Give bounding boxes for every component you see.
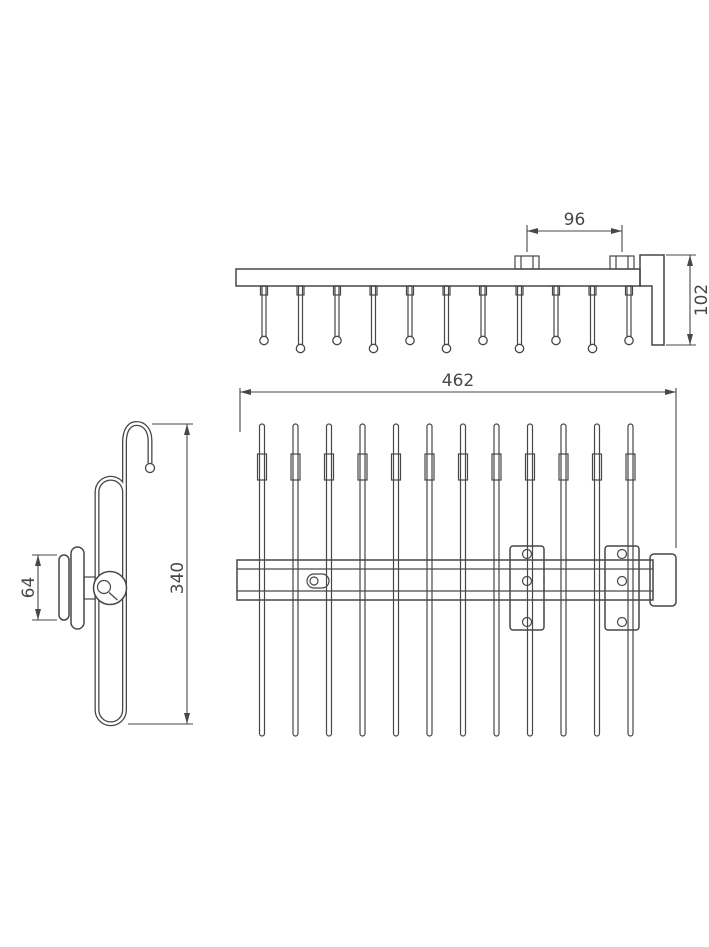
prong (292, 423, 299, 737)
prong-ferrule (625, 453, 636, 481)
prong (560, 423, 567, 737)
rail-side (235, 268, 641, 287)
dimension-label-64: 64 (19, 577, 39, 599)
profile-view (58, 420, 156, 727)
hang-pin (626, 285, 632, 338)
dimensions: 96 102 462 340 64 (19, 210, 709, 725)
pin-ball (295, 343, 306, 354)
knob-clip-tail (108, 592, 118, 601)
pin-ball (587, 343, 598, 354)
wall-bracket (639, 254, 665, 346)
adjust-slot (306, 573, 330, 589)
rail-screw (616, 575, 628, 587)
pin-ball (259, 335, 269, 346)
prong-ferrule (424, 453, 435, 481)
prong-ferrule (357, 453, 368, 481)
prong (359, 423, 366, 737)
pin-ball (405, 335, 415, 346)
prong (493, 423, 500, 737)
prong (627, 423, 634, 737)
dimension-label-102: 102 (692, 284, 709, 316)
hang-pins (259, 285, 634, 354)
side-elevation-view (235, 254, 665, 354)
hang-pin (261, 285, 267, 338)
prong-ferrule (390, 453, 402, 481)
prong-ferrule (591, 453, 603, 481)
plan-view (236, 423, 677, 737)
prong (459, 423, 467, 737)
pin-ball (551, 335, 561, 346)
hook-wire-inner (95, 422, 152, 725)
dimension-label-96: 96 (564, 210, 586, 230)
prong-ferrule (558, 453, 569, 481)
slide-rail (236, 559, 654, 601)
adjust-screw (309, 576, 319, 586)
prong-ferrule (323, 453, 335, 481)
screw-hole (616, 616, 628, 628)
pin-ball (441, 343, 452, 354)
prong-ferrule (256, 453, 268, 481)
pin-ball (332, 335, 342, 346)
pivot-plate (70, 546, 85, 630)
prong (426, 423, 433, 737)
dimension-label-340: 340 (168, 562, 188, 594)
hang-pin (334, 285, 340, 338)
prong (325, 423, 333, 737)
end-cap (649, 553, 677, 607)
hang-pin (407, 285, 413, 338)
prong (526, 423, 534, 737)
prong-ferrule (457, 453, 469, 481)
screw-hole (616, 548, 628, 560)
mount-bracket-tab-right (609, 255, 635, 270)
prong-ferrule (491, 453, 502, 481)
dimension-label-462: 462 (442, 371, 474, 391)
prong (392, 423, 400, 737)
pin-ball (368, 343, 379, 354)
pin-ball (514, 343, 525, 354)
mount-bracket-tab-left (514, 255, 540, 270)
prongs (256, 423, 636, 737)
pin-ball (624, 335, 634, 346)
hang-pin (553, 285, 559, 338)
hang-pin (480, 285, 486, 338)
pin-ball (478, 335, 488, 346)
mounting-plate-right (604, 545, 640, 631)
prong-ferrule (524, 453, 536, 481)
prong (593, 423, 601, 737)
prong (258, 423, 266, 737)
prong-ferrule (290, 453, 301, 481)
knob-clip-detail (96, 579, 112, 595)
wall-flange (58, 554, 70, 621)
hook-ball-end (144, 462, 156, 474)
